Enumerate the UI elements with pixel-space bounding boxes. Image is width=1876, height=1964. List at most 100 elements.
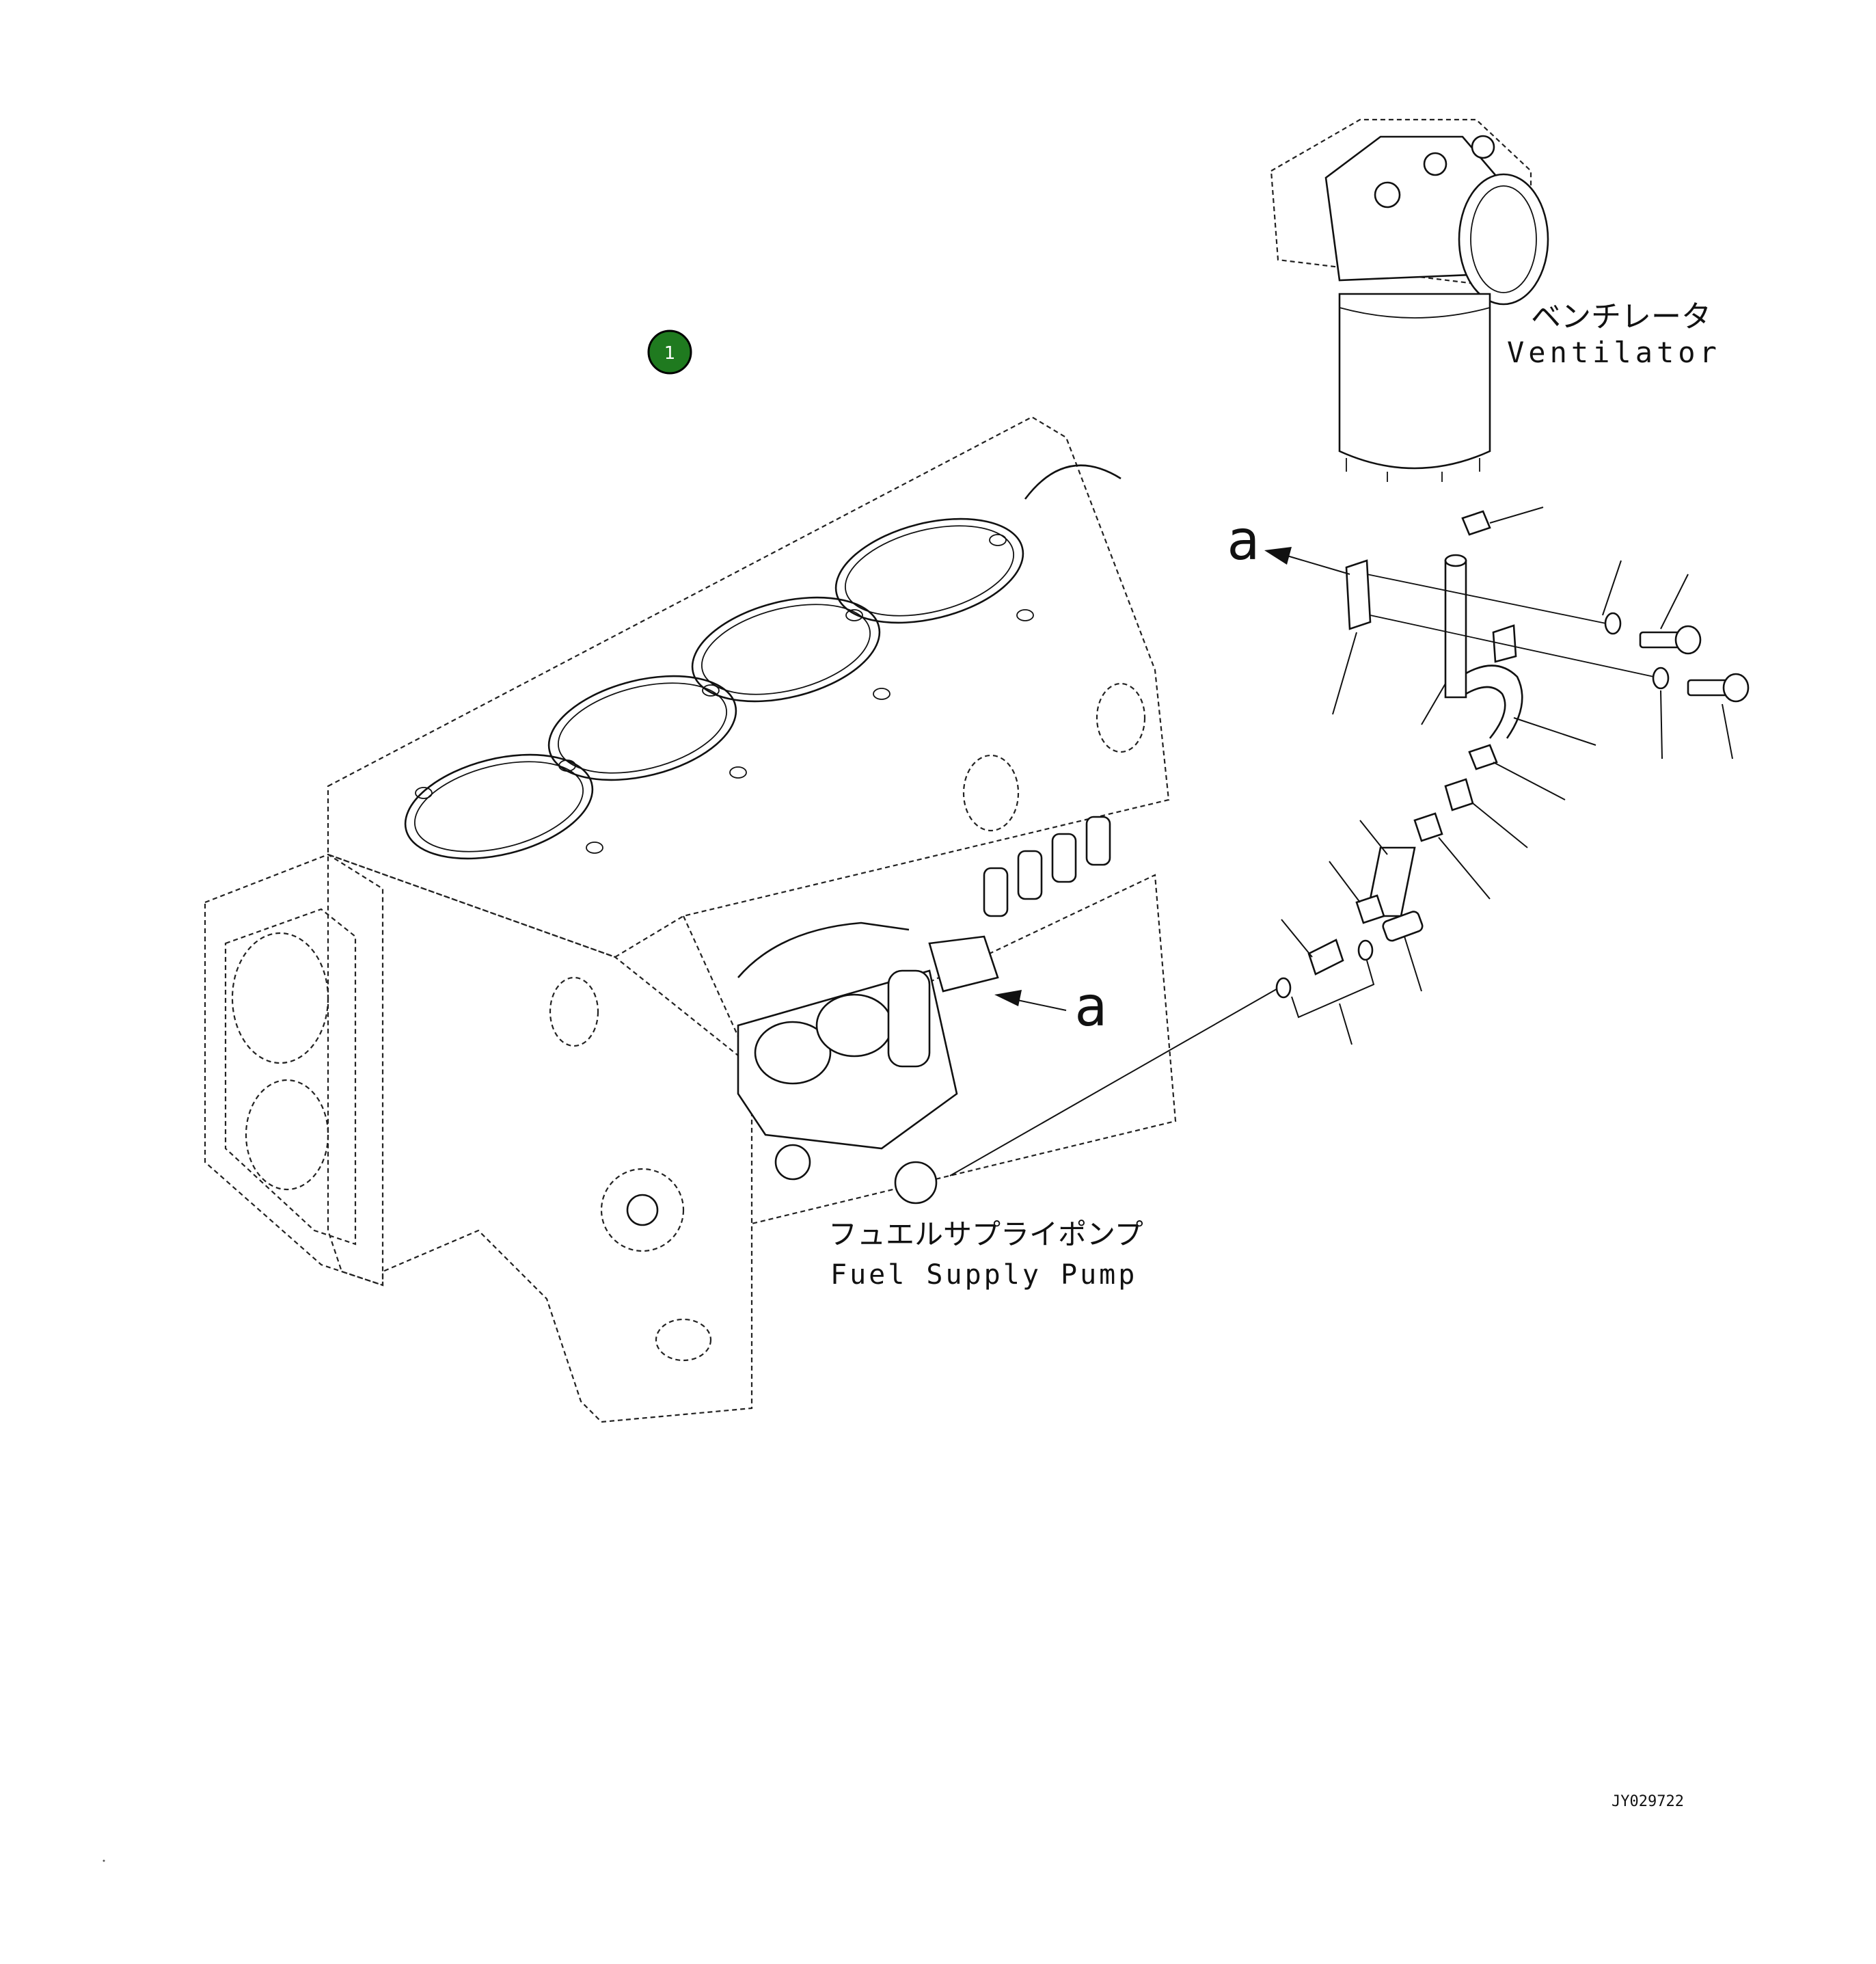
- tube-bracket-right: [1492, 624, 1517, 663]
- cylinder-bore-2-inner: [557, 682, 728, 774]
- corner-dot: [103, 1859, 105, 1862]
- ventilator-bowl-feet: [1346, 458, 1480, 482]
- ventilator-tube-kit: [1264, 507, 1750, 759]
- pump-label-en: Fuel Supply Pump: [830, 1259, 1137, 1291]
- washer-1: [1604, 612, 1622, 635]
- pump-fuel-line: [737, 922, 910, 978]
- hose-clip-3: [1413, 812, 1443, 842]
- hose-clip-top: [1461, 510, 1491, 536]
- leader-plug: [1404, 936, 1422, 992]
- vertical-tube-end: [1444, 554, 1467, 567]
- bolt-2: [1687, 673, 1750, 703]
- callout-circle[interactable]: [647, 329, 692, 375]
- gasket-2: [1275, 977, 1292, 999]
- hose-clip-2: [1468, 744, 1498, 770]
- callout-number[interactable]: 1: [664, 343, 676, 364]
- front-gear-hub: [626, 1194, 659, 1226]
- cylinder-bore-2: [547, 675, 737, 781]
- view-arrow-a-upper-line: [1284, 554, 1350, 575]
- injector-fittings: [983, 816, 1111, 917]
- leader-hose-clip-2: [1493, 762, 1566, 801]
- bracket-line-bottom: [1370, 615, 1655, 677]
- bracket-line-top: [1366, 574, 1607, 624]
- pump-to-fitting-leader: [949, 984, 1286, 1176]
- ventilator-plug-2: [1423, 152, 1447, 176]
- ventilator-plug-1: [1374, 181, 1401, 208]
- engine-edge: [682, 915, 753, 1067]
- ventilator-bowl-ring: [1339, 307, 1491, 319]
- view-a-label-upper: a: [1227, 509, 1260, 572]
- pump-filter: [887, 969, 931, 1068]
- engine-rear-plate-inner: [224, 908, 357, 1246]
- ventilator-assembly: [1270, 118, 1549, 482]
- pump-head-2: [815, 993, 893, 1058]
- front-boss: [549, 976, 599, 1047]
- front-gear-housing: [600, 1168, 685, 1252]
- cylinder-bore-3: [691, 596, 881, 703]
- banjo-bolt: [1307, 939, 1344, 976]
- leader-gasket-bracket: [1291, 960, 1375, 1019]
- cylinder-bore-1: [404, 753, 594, 860]
- arrow-head: [994, 990, 1022, 1006]
- leader-short-hose: [1359, 820, 1388, 855]
- leader-gaskets: [1339, 1003, 1352, 1045]
- leader-washer-2: [1660, 690, 1663, 759]
- cylinder-bores: [404, 464, 1121, 860]
- pump-lower-fitting: [774, 1144, 811, 1181]
- cylinder-bore-4-inner: [844, 525, 1015, 617]
- pump-bracket: [928, 935, 999, 993]
- leader-connector: [1472, 803, 1528, 848]
- bent-hose-inner: [1465, 686, 1506, 739]
- connector: [1444, 778, 1474, 811]
- ventilator-label-ja: ベンチレータ: [1531, 299, 1711, 334]
- leader-banjo-bolt: [1281, 919, 1313, 958]
- cylinder-bore-4: [834, 517, 1024, 624]
- ventilator-plug-3: [1471, 135, 1495, 159]
- rear-plate-bore-2: [245, 1079, 329, 1191]
- drawing-number: JY029722: [1612, 1793, 1684, 1810]
- pump-label-ja: フュエルサプライポンプ: [828, 1218, 1143, 1251]
- rear-plate-bore: [231, 932, 329, 1064]
- view-arrow-a-upper-head: [1264, 547, 1292, 565]
- cylinder-bore-1-inner: [413, 761, 584, 852]
- tube-bracket-left: [1345, 559, 1372, 630]
- ventilator-cap: [1458, 173, 1549, 306]
- deck-bolt-holes: [415, 534, 1034, 854]
- washer-2: [1652, 667, 1670, 690]
- lower-fitting-group: [1275, 744, 1566, 1045]
- gasket-1: [1357, 939, 1374, 961]
- leader-bolt-2: [1722, 703, 1733, 759]
- vertical-tube: [1444, 559, 1467, 699]
- view-arrow-a-lower: [994, 990, 1067, 1011]
- bent-hose-outer: [1465, 664, 1523, 739]
- cylinder-bore-5-partial: [1024, 464, 1121, 500]
- engine-rear-plate: [204, 853, 384, 1287]
- cylinder-bore-3-inner: [701, 604, 871, 695]
- front-lower-boss: [655, 1318, 712, 1362]
- leader-bracket: [1332, 632, 1357, 715]
- hose-clip-4: [1355, 894, 1385, 924]
- leader-hose-clip-3: [1438, 837, 1491, 900]
- leader-vertical-tube: [1421, 683, 1446, 725]
- pump-head-1: [754, 1021, 832, 1085]
- leader-hose-clip-4: [1329, 861, 1361, 903]
- engine-top-deck: [327, 416, 1170, 958]
- side-port-2: [1096, 682, 1146, 753]
- pump-drive-fitting: [894, 1161, 938, 1205]
- leader-clip-top: [1489, 507, 1544, 524]
- bolt-1: [1639, 625, 1702, 655]
- leader-bolt-1: [1660, 574, 1689, 630]
- ventilator-bowl: [1338, 293, 1491, 470]
- plug: [1382, 911, 1424, 942]
- callout-1[interactable]: 1: [647, 329, 692, 375]
- side-port-1: [962, 754, 1020, 832]
- engine-front-face: [327, 853, 753, 1423]
- leader-bent-hose: [1513, 717, 1596, 746]
- ventilator-label-en: Ventilator: [1507, 336, 1721, 369]
- fuel-supply-pump: [737, 816, 1111, 1205]
- view-a-label-lower: a: [1074, 975, 1107, 1038]
- ventilator-cap-inner: [1470, 185, 1537, 293]
- leader-washer-1: [1602, 560, 1622, 616]
